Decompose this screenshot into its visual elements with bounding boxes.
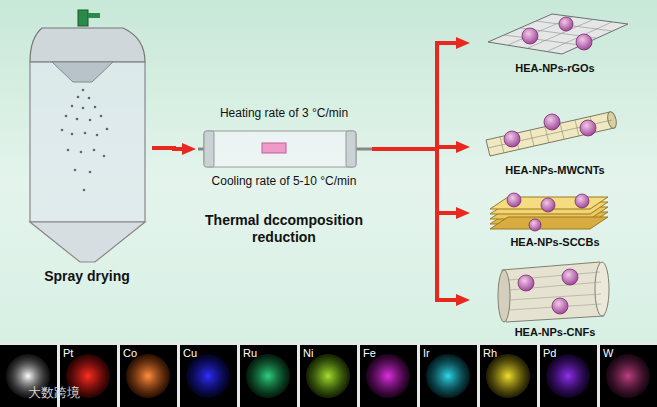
- cnf-fiber: [498, 262, 609, 322]
- process-arrow: [152, 148, 188, 149]
- node-label: Heating rate of 3 °C/min: [196, 106, 372, 120]
- element-label: Ru: [243, 347, 257, 359]
- sccb-layers: [490, 193, 608, 231]
- element-label: Cu: [183, 347, 197, 359]
- element-label: Ir: [423, 347, 430, 359]
- node-label: HEA-NPs-rGOs: [470, 62, 640, 75]
- tube-furnace: [198, 131, 372, 167]
- element-label: Pd: [543, 347, 556, 359]
- product-item: HEA-NPs-SCCBs: [470, 190, 640, 252]
- spray-dryer: [30, 10, 145, 262]
- product-item: HEA-NPs-MWCNTs: [470, 98, 640, 180]
- eds-mapping-strip: [0, 343, 657, 407]
- process-step: Spray drying: [22, 12, 152, 292]
- element-label: Rh: [483, 347, 497, 359]
- product-item: HEA-NPs-rGOs: [470, 6, 640, 78]
- mwcnt-tube: [486, 111, 618, 156]
- process-arrow: [372, 43, 462, 149]
- element-label: Pt: [63, 347, 73, 359]
- process-arrow: [372, 149, 462, 213]
- element-label: Co: [123, 347, 137, 359]
- element-label: Fe: [363, 347, 376, 359]
- process-step: Heating rate of 3 °C/minCooling rate of …: [196, 106, 372, 272]
- element-label: W: [603, 347, 613, 359]
- node-label: Thermal dccomposition reduction: [196, 212, 372, 246]
- process-arrow: [372, 149, 462, 300]
- watermark: 大数跨境: [28, 386, 80, 400]
- node-label: HEA-NPs-CNFs: [470, 326, 640, 339]
- node-label: HEA-NPs-MWCNTs: [470, 164, 640, 177]
- node-label: Cooling rate of 5-10 °C/min: [196, 174, 372, 188]
- node-label: HEA-NPs-SCCBs: [470, 236, 640, 249]
- node-label: Spray drying: [22, 268, 152, 285]
- product-item: HEA-NPs-CNFs: [470, 256, 640, 342]
- rgo-sheet: [488, 14, 628, 54]
- element-label: Ni: [303, 347, 313, 359]
